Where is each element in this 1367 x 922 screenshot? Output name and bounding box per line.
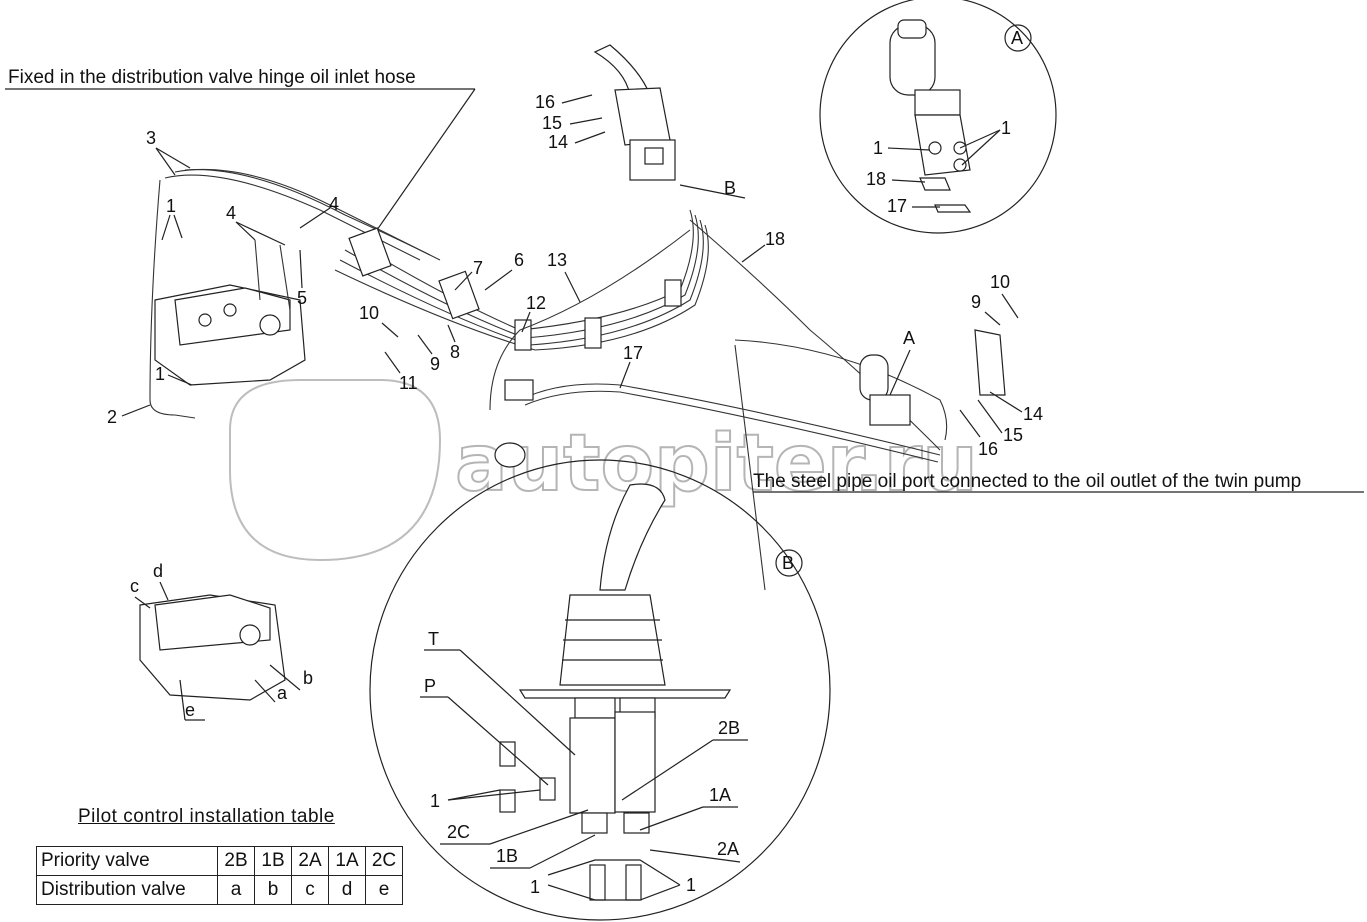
- callout-18-detail: 18: [866, 169, 886, 189]
- callout-12: 12: [526, 293, 546, 313]
- callout-13: 13: [547, 250, 567, 270]
- callout-15-top: 15: [542, 113, 562, 133]
- watermark: autopiter.ru: [229, 379, 979, 562]
- accumulator-a: [859, 329, 1006, 426]
- callout-1-detail-b-left: 1: [430, 791, 440, 811]
- callout-15-right: 15: [1003, 425, 1023, 445]
- installation-table-title: Pilot control installation table: [78, 806, 335, 827]
- distribution-valve-small: [139, 594, 286, 701]
- detail-b-marker: B: [782, 553, 794, 573]
- table-cell: e: [365, 875, 403, 905]
- callout-16-right: 16: [978, 439, 998, 459]
- joystick-top: [593, 44, 676, 181]
- port-b: b: [303, 668, 313, 688]
- table-cell: a: [217, 875, 255, 905]
- detail-b-joystick: [499, 483, 732, 901]
- table-cell: 2B: [217, 846, 255, 876]
- callout-8: 8: [450, 342, 460, 362]
- port-1b: 1B: [496, 846, 518, 866]
- callout-14-top: 14: [548, 132, 568, 152]
- view-a-marker: A: [903, 328, 915, 348]
- detail-b-circle: [369, 459, 831, 921]
- callout-14-right: 14: [1023, 404, 1043, 424]
- callout-1-detail-b-bottom-left: 1: [530, 877, 540, 897]
- table-cell: d: [328, 875, 366, 905]
- callout-6: 6: [514, 250, 524, 270]
- port-1a: 1A: [709, 785, 731, 805]
- port-t: T: [428, 629, 439, 649]
- callout-4-a: 4: [226, 203, 236, 223]
- callout-11: 11: [399, 373, 418, 393]
- callout-1-left: 1: [166, 196, 176, 216]
- detail-a-accumulator: [889, 19, 972, 213]
- callouts: 3 1 4 4 5 1 2 7 6 13 12 10 8 9 11 1: [107, 92, 1043, 897]
- callout-5: 5: [297, 288, 307, 308]
- detail-a-marker: A: [1011, 28, 1023, 48]
- callout-18: 18: [765, 229, 785, 249]
- callout-17-detail: 17: [887, 196, 907, 216]
- hose-note: Fixed in the distribution valve hinge oi…: [8, 67, 416, 88]
- callout-1-valve: 1: [155, 364, 165, 384]
- port-2a: 2A: [717, 839, 739, 859]
- callout-10-right: 10: [990, 272, 1010, 292]
- callout-16-top: 16: [535, 92, 555, 112]
- row-header: Distribution valve: [36, 875, 218, 905]
- detail-a-circle: [819, 0, 1057, 234]
- port-p: P: [424, 676, 436, 696]
- port-d: d: [153, 561, 163, 581]
- view-b-marker: B: [724, 178, 736, 198]
- callout-2: 2: [107, 407, 117, 427]
- table-cell: c: [291, 875, 329, 905]
- callout-1-detail-a-right: 1: [1001, 118, 1011, 138]
- callout-1-detail-a-left: 1: [873, 138, 883, 158]
- table-cell: b: [254, 875, 292, 905]
- pipe-note: The steel pipe oil port connected to the…: [753, 471, 1301, 492]
- callout-17: 17: [623, 343, 643, 363]
- callout-4-b: 4: [329, 194, 339, 214]
- callout-1-detail-b-bottom-right: 1: [686, 875, 696, 895]
- installation-table: Priority valve 2B 1B 2A 1A 2C Distributi…: [36, 846, 403, 905]
- callout-7: 7: [473, 258, 483, 278]
- port-e: e: [185, 700, 195, 720]
- port-2c: 2C: [447, 822, 470, 842]
- port-c: c: [130, 576, 139, 596]
- callout-9-left: 9: [430, 354, 440, 374]
- port-a: a: [277, 683, 288, 703]
- table-row: Priority valve 2B 1B 2A 1A 2C: [36, 846, 403, 876]
- table-cell: 1B: [254, 846, 292, 876]
- callout-10-left: 10: [359, 303, 379, 323]
- row-header: Priority valve: [36, 846, 218, 876]
- distribution-valve: [154, 284, 306, 386]
- watermark-text: autopiter.ru: [455, 419, 978, 509]
- callout-3: 3: [146, 128, 156, 148]
- table-row: Distribution valve a b c d e: [36, 875, 403, 905]
- port-2b: 2B: [718, 718, 740, 738]
- table-cell: 2C: [365, 846, 403, 876]
- callout-9-right: 9: [971, 292, 981, 312]
- table-cell: 2A: [291, 846, 329, 876]
- table-cell: 1A: [328, 846, 366, 876]
